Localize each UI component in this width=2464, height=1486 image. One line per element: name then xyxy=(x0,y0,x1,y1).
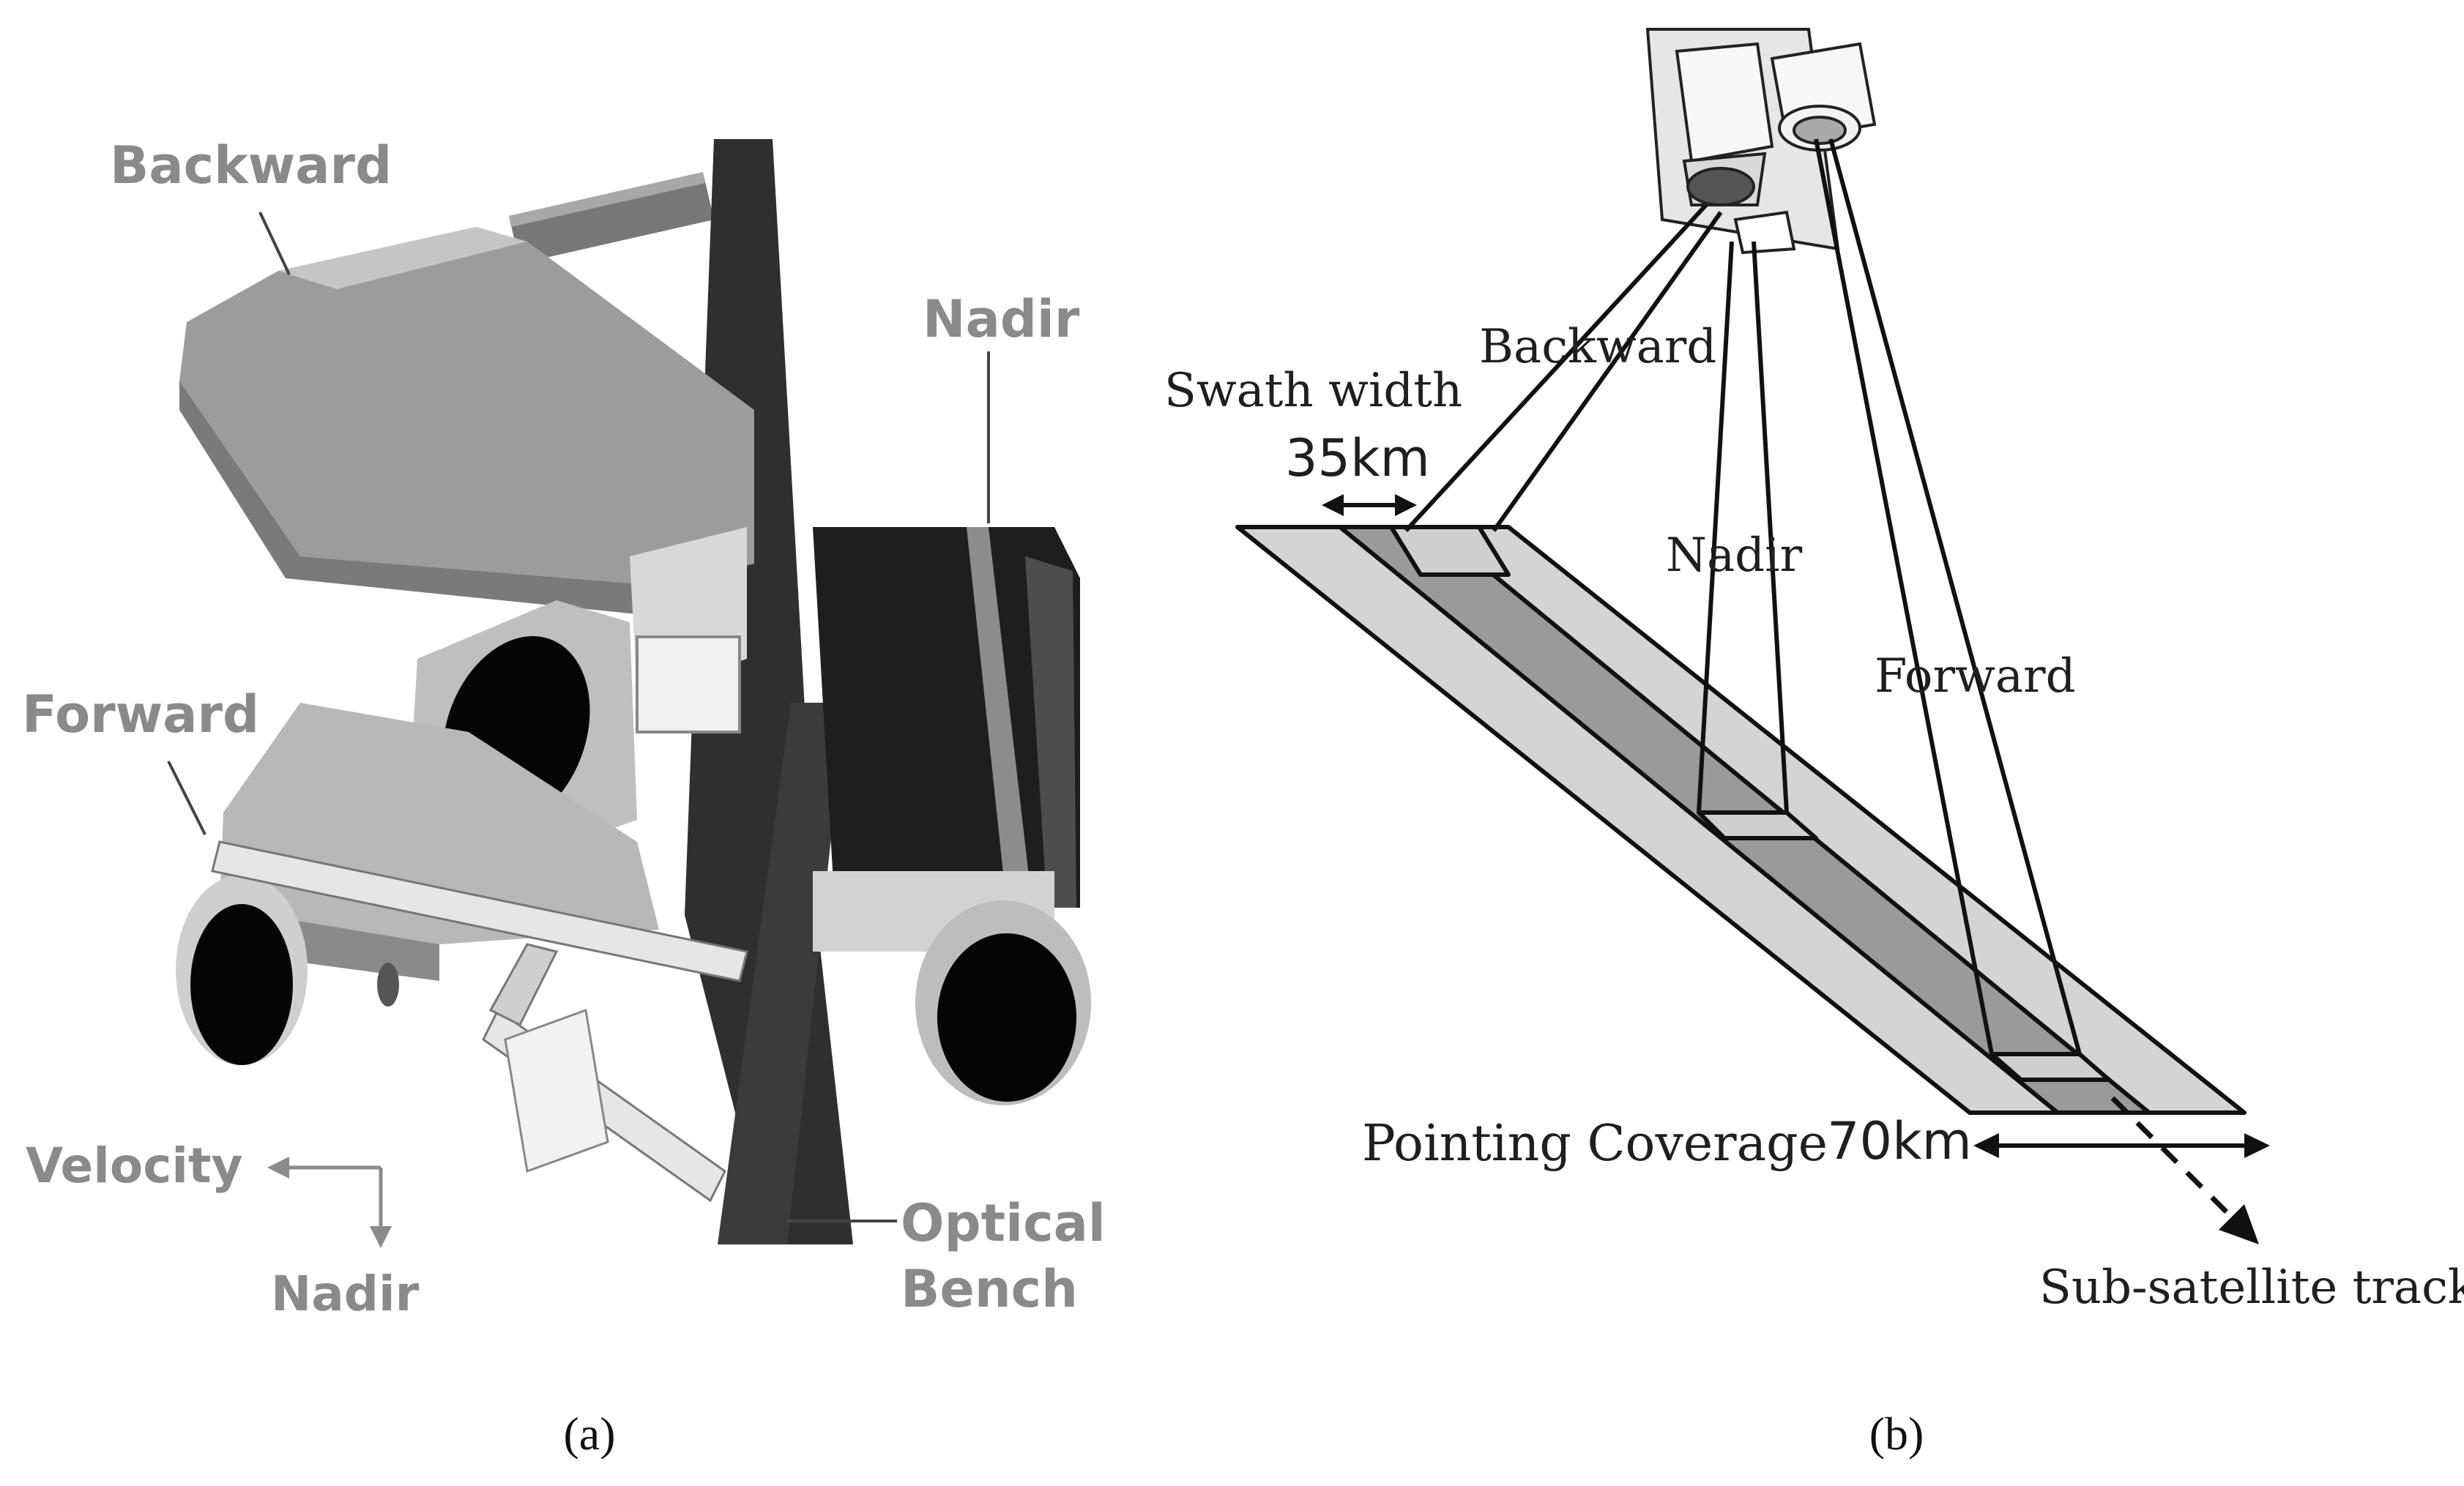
caption-b: (b) xyxy=(1869,1408,1924,1460)
label-backward: Backward xyxy=(110,135,392,195)
pointing-coverage-arrow xyxy=(1973,1133,2270,1158)
label-pointing-coverage: Pointing Coverage xyxy=(1362,1115,1828,1173)
value-pointing-coverage: 70km xyxy=(1827,1111,1972,1171)
forward-ray-right xyxy=(1828,138,2082,1055)
label-nadir: Nadir xyxy=(923,289,1080,349)
panel-a: Backward Nadir Forward Velocity Nadir Op… xyxy=(22,135,1106,1460)
swath-width-arrow xyxy=(1322,494,1417,516)
label-swath-width: Swath width xyxy=(1164,364,1462,418)
nadir-ray-left xyxy=(1697,241,1734,813)
caption-a: (a) xyxy=(563,1408,615,1460)
label-nadir-direction: Nadir xyxy=(271,1266,420,1322)
label-forward-b: Forward xyxy=(1875,649,2076,703)
forward-leader-line xyxy=(167,761,206,835)
panel-a-leader-lines xyxy=(167,212,990,1222)
forward-footprint xyxy=(1990,1052,2111,1082)
label-forward: Forward xyxy=(22,684,259,744)
backward-footprint xyxy=(1389,525,1511,577)
sub-satellite-track-arrow xyxy=(2110,1096,2259,1244)
backward-ray-left xyxy=(1404,203,1708,533)
nadir-lens xyxy=(937,933,1076,1102)
support-struts xyxy=(211,840,748,1203)
label-sub-satellite-track: Sub-satellite track xyxy=(2039,1261,2464,1315)
backward-support-rod xyxy=(509,172,714,264)
backward-leader-line xyxy=(258,212,291,275)
forward-ray-left xyxy=(1814,138,1994,1055)
label-optical-bench-line2: Bench xyxy=(901,1259,1078,1319)
value-swath-width: 35km xyxy=(1285,428,1430,488)
nadir-camera xyxy=(813,527,1091,1105)
backward-ray-right xyxy=(1492,211,1723,532)
label-velocity: Velocity xyxy=(26,1138,243,1194)
label-backward-b: Backward xyxy=(1479,320,1716,374)
nadir-ray-right xyxy=(1752,241,1789,813)
forward-lens xyxy=(190,904,293,1065)
ground-coverage-strip xyxy=(1235,525,2247,1115)
satellite-sensor xyxy=(1645,28,1877,255)
label-optical-bench-line1: Optical xyxy=(901,1193,1106,1253)
label-nadir-b: Nadir xyxy=(1666,529,1803,583)
nadir-footprint xyxy=(1697,810,1818,840)
direction-arrows xyxy=(267,1157,392,1248)
viewing-rays xyxy=(1404,138,2082,1055)
panel-b: Backward Swath width 35km Nadir Forward … xyxy=(1164,28,2464,1460)
